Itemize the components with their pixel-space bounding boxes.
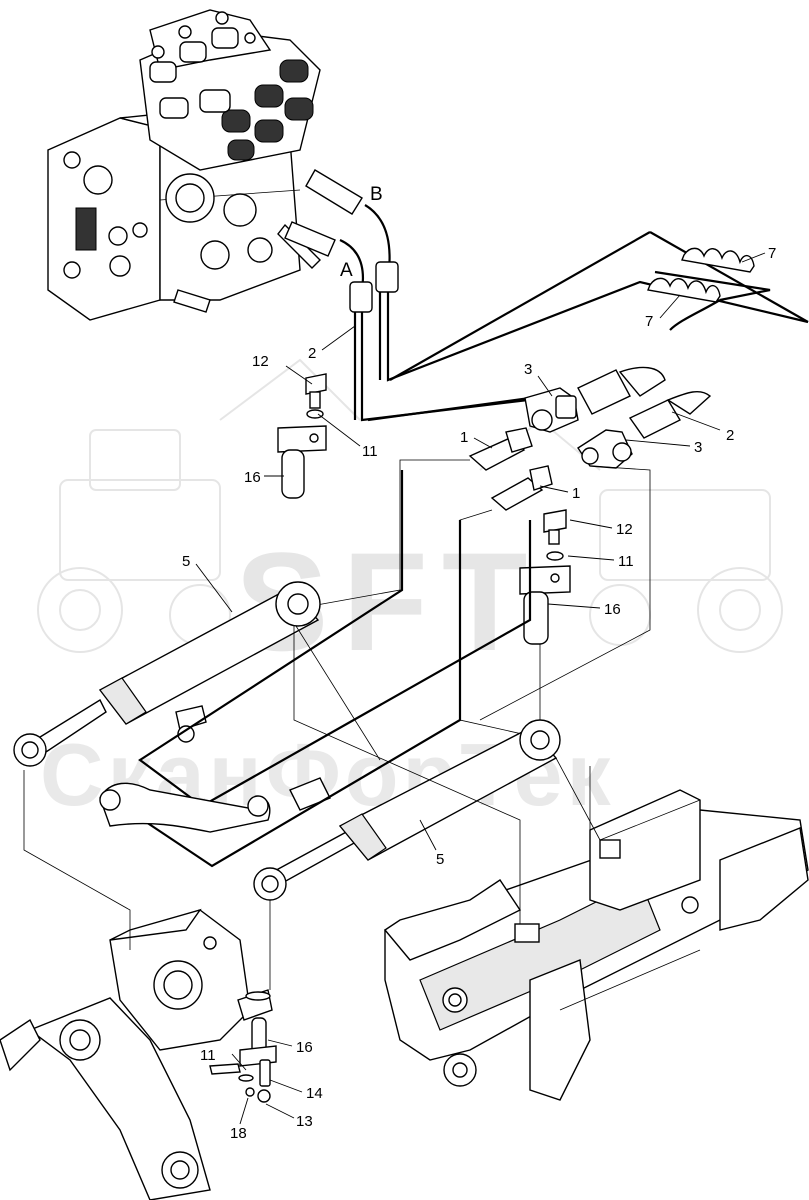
- callout-7: 7: [768, 245, 776, 262]
- watermark-tractor-left: [37, 358, 361, 653]
- chassis-frame: [383, 789, 809, 1101]
- callout-13: 13: [296, 1113, 313, 1130]
- hose-end-fittings: [577, 366, 712, 439]
- callout-2: 2: [308, 345, 316, 362]
- pin-assembly-lower: [209, 1017, 277, 1103]
- callout-5: 5: [182, 553, 190, 570]
- callout-14: 14: [306, 1085, 323, 1102]
- callout-11: 11: [618, 553, 634, 570]
- cylinder-hoses: [99, 470, 532, 868]
- hoses-2-upper: [339, 204, 809, 422]
- callout-16: 16: [296, 1039, 313, 1056]
- callout-2: 2: [726, 427, 734, 444]
- hose-clamps: [647, 247, 755, 303]
- callout-labels: 7 7 2 2 12 11 16 3 3 1 1 12 11 16 5 5 16…: [182, 245, 776, 1142]
- port-label-a: A: [340, 260, 353, 281]
- pin-assembly-upper: [277, 373, 327, 499]
- hydraulic-cylinder-lower: [253, 719, 561, 901]
- adapter-fittings-1: [468, 427, 553, 511]
- hydraulic-cylinder-upper: [13, 581, 321, 767]
- callout-3: 3: [524, 361, 532, 378]
- callout-16: 16: [244, 469, 261, 486]
- callout-1: 1: [460, 429, 468, 446]
- callout-11: 11: [362, 443, 378, 460]
- callout-11: 11: [200, 1047, 216, 1064]
- control-valve: [47, 9, 363, 321]
- hose-loops: [367, 231, 809, 422]
- callout-5: 5: [436, 851, 444, 868]
- port-label-b: B: [370, 184, 383, 205]
- loader-arm-bracket: [0, 908, 273, 1200]
- assembly-lines: [23, 625, 601, 990]
- callout-12: 12: [616, 521, 633, 538]
- callout-18: 18: [230, 1125, 247, 1142]
- tee-fittings-3: [524, 387, 633, 469]
- hose-end-fitting: [349, 281, 373, 313]
- callout-3: 3: [694, 439, 702, 456]
- callout-16: 16: [604, 601, 621, 618]
- callout-12: 12: [252, 353, 269, 370]
- callout-1: 1: [572, 485, 580, 502]
- solenoid-coils: [149, 11, 314, 161]
- callout-leaders: [195, 252, 766, 1125]
- hose-end-fitting: [375, 261, 399, 293]
- callout-7: 7: [645, 313, 653, 330]
